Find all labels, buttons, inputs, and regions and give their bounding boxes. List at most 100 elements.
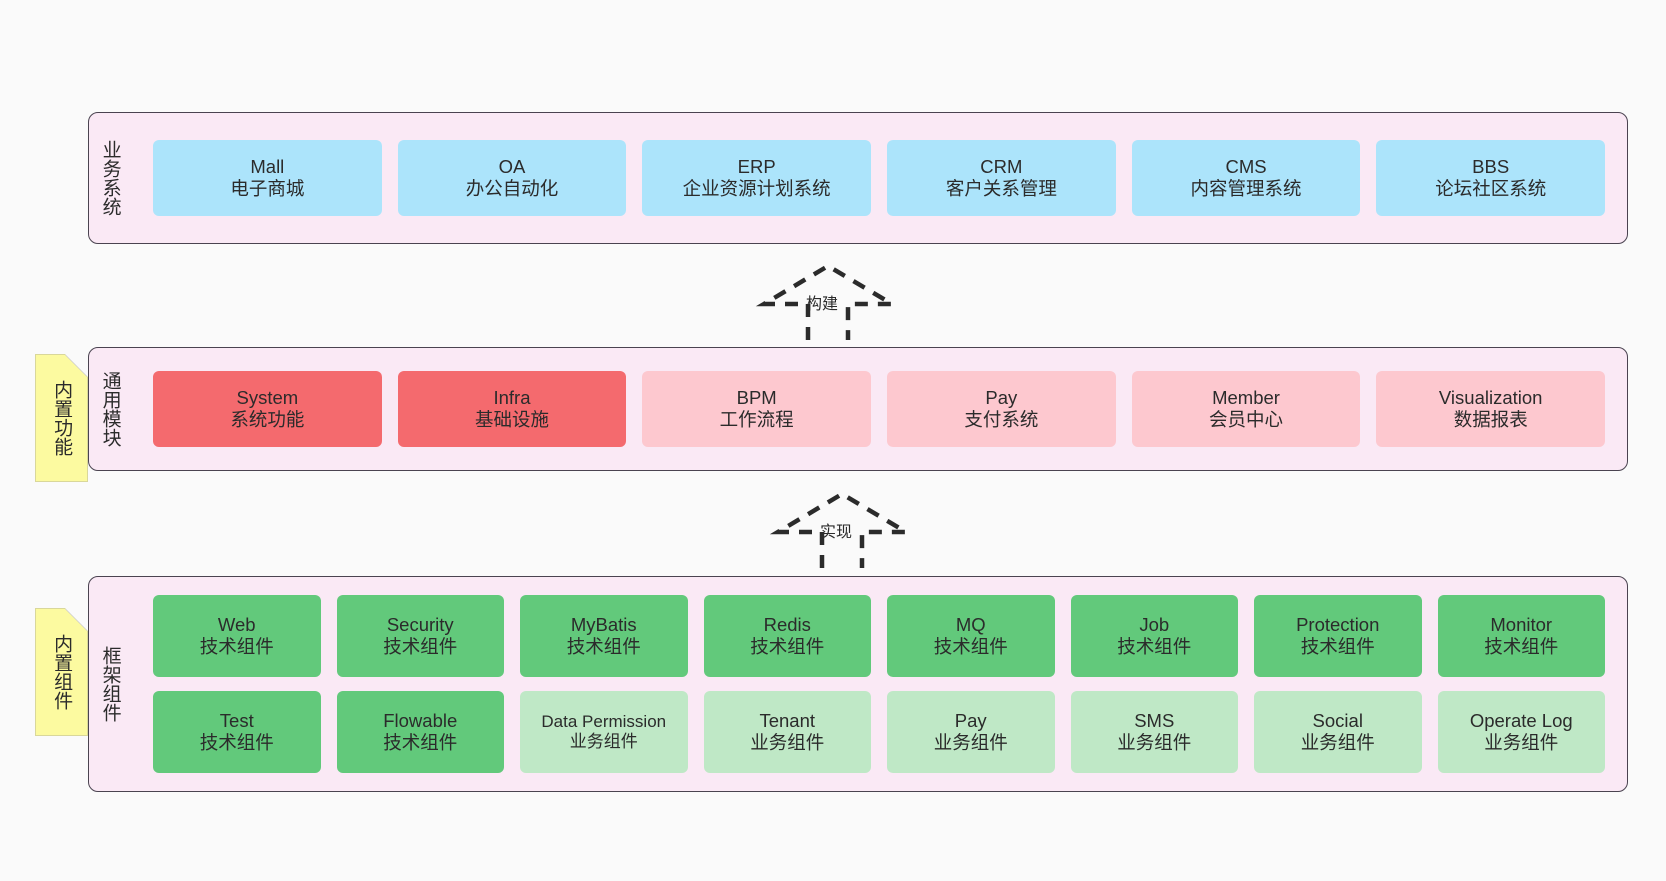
node-subtitle: 业务组件: [750, 732, 825, 753]
node-title: Protection: [1296, 614, 1380, 636]
node-tenant[interactable]: Tenant 业务组件: [703, 691, 871, 773]
node-bbs[interactable]: BBS 论坛社区系统: [1376, 140, 1606, 216]
node-sms[interactable]: SMS 业务组件: [1070, 691, 1238, 773]
connector-build: 构建: [755, 262, 916, 350]
node-title: Operate Log: [1469, 710, 1573, 732]
node-subtitle: 技术组件: [199, 732, 274, 753]
node-bpm[interactable]: BPM 工作流程: [642, 371, 872, 447]
node-social[interactable]: Social 业务组件: [1254, 691, 1422, 773]
node-title: Mall: [250, 156, 285, 178]
layer-framework-component: 框架组件 Web 技术组件 Security 技术组件 MyBatis 技术组件…: [88, 576, 1628, 792]
node-subtitle: 系统功能: [230, 409, 305, 430]
layer-common-module: 通用模块 System 系统功能 Infra 基础设施 BPM 工作流程 Pay: [88, 347, 1628, 471]
node-subtitle: 业务组件: [1117, 732, 1192, 753]
node-subtitle: 内容管理系统: [1190, 178, 1302, 199]
node-title: Data Permission: [541, 711, 667, 731]
node-test[interactable]: Test 技术组件: [153, 691, 321, 773]
node-oa[interactable]: OA 办公自动化: [397, 140, 627, 216]
node-title: Tenant: [759, 710, 816, 732]
node-title: Test: [219, 710, 254, 732]
node-title: OA: [498, 156, 526, 178]
node-title: Job: [1139, 614, 1170, 636]
node-data-permission[interactable]: Data Permission 业务组件: [520, 691, 688, 773]
node-subtitle: 办公自动化: [465, 178, 559, 199]
node-title: Member: [1212, 387, 1280, 409]
layer-business-system: 业务系统 Mall 电子商城 OA 办公自动化 ERP 企业资源计划系统 CRM: [88, 112, 1628, 244]
layer-title-business-system: 业务系统: [99, 140, 121, 216]
node-erp[interactable]: ERP 企业资源计划系统: [642, 140, 872, 216]
layer-body-common-module: System 系统功能 Infra 基础设施 BPM 工作流程 Pay 支付系统…: [131, 348, 1627, 470]
node-visualization[interactable]: Visualization 数据报表: [1376, 371, 1606, 447]
node-redis[interactable]: Redis 技术组件: [703, 595, 871, 677]
layer-body-business-system: Mall 电子商城 OA 办公自动化 ERP 企业资源计划系统 CRM 客户关系…: [131, 113, 1627, 243]
node-subtitle: 技术组件: [1117, 636, 1192, 657]
node-title: Web: [217, 614, 256, 636]
node-mall[interactable]: Mall 电子商城: [153, 140, 382, 216]
node-operate-log[interactable]: Operate Log 业务组件: [1437, 691, 1605, 773]
node-title: Visualization: [1438, 387, 1543, 409]
node-subtitle: 技术组件: [1300, 636, 1375, 657]
connector-build-label: 构建: [806, 296, 839, 313]
node-title: SMS: [1134, 710, 1175, 732]
node-title: BBS: [1472, 156, 1510, 178]
node-subtitle: 业务组件: [569, 732, 638, 751]
node-subtitle: 技术组件: [383, 636, 458, 657]
node-subtitle: 技术组件: [933, 636, 1008, 657]
node-subtitle: 技术组件: [750, 636, 825, 657]
node-title: Pay: [985, 387, 1018, 409]
node-pay-component[interactable]: Pay 业务组件: [887, 691, 1055, 773]
note-label: 内置组件: [51, 634, 73, 710]
node-row: System 系统功能 Infra 基础设施 BPM 工作流程 Pay 支付系统…: [145, 371, 1613, 447]
node-row: Test 技术组件 Flowable 技术组件 Data Permission …: [145, 691, 1613, 773]
node-subtitle: 会员中心: [1209, 409, 1284, 430]
note-builtin-function: 内置功能: [35, 354, 88, 482]
node-subtitle: 技术组件: [199, 636, 274, 657]
node-title: Social: [1312, 710, 1363, 732]
node-title: Infra: [493, 387, 531, 409]
node-subtitle: 业务组件: [933, 732, 1008, 753]
layer-title-common-module: 通用模块: [99, 371, 121, 447]
node-title: Pay: [954, 710, 987, 732]
node-mybatis[interactable]: MyBatis 技术组件: [520, 595, 688, 677]
node-subtitle: 论坛社区系统: [1435, 178, 1547, 199]
node-title: CRM: [980, 156, 1023, 178]
node-subtitle: 支付系统: [964, 409, 1039, 430]
connector-implement: 实现: [769, 490, 930, 578]
node-subtitle: 技术组件: [1484, 636, 1559, 657]
node-title: Monitor: [1490, 614, 1553, 636]
node-subtitle: 电子商城: [230, 178, 305, 199]
node-system[interactable]: System 系统功能: [153, 371, 382, 447]
node-mq[interactable]: MQ 技术组件: [887, 595, 1055, 677]
node-pay[interactable]: Pay 支付系统: [887, 371, 1116, 447]
node-title: System: [236, 387, 299, 409]
node-monitor[interactable]: Monitor 技术组件: [1437, 595, 1605, 677]
node-cms[interactable]: CMS 内容管理系统: [1131, 140, 1361, 216]
node-web[interactable]: Web 技术组件: [153, 595, 321, 677]
node-row: Web 技术组件 Security 技术组件 MyBatis 技术组件 Redi…: [145, 595, 1613, 677]
layer-title-framework-component: 框架组件: [99, 646, 121, 722]
node-subtitle: 数据报表: [1453, 409, 1528, 430]
node-title: Redis: [763, 614, 811, 636]
node-subtitle: 业务组件: [1300, 732, 1375, 753]
node-infra[interactable]: Infra 基础设施: [397, 371, 627, 447]
node-title: Security: [386, 614, 454, 636]
node-title: BPM: [736, 387, 777, 409]
note-label: 内置功能: [51, 380, 73, 456]
node-subtitle: 技术组件: [566, 636, 641, 657]
note-builtin-component: 内置组件: [35, 608, 88, 736]
node-title: MyBatis: [570, 614, 637, 636]
node-subtitle: 客户关系管理: [945, 178, 1057, 199]
node-title: MQ: [955, 614, 986, 636]
node-subtitle: 企业资源计划系统: [682, 178, 831, 199]
node-job[interactable]: Job 技术组件: [1070, 595, 1238, 677]
node-subtitle: 技术组件: [383, 732, 458, 753]
node-title: Flowable: [383, 710, 458, 732]
node-protection[interactable]: Protection 技术组件: [1254, 595, 1422, 677]
node-security[interactable]: Security 技术组件: [336, 595, 504, 677]
node-flowable[interactable]: Flowable 技术组件: [336, 691, 504, 773]
node-subtitle: 基础设施: [475, 409, 550, 430]
node-title: ERP: [737, 156, 776, 178]
node-crm[interactable]: CRM 客户关系管理: [887, 140, 1116, 216]
node-member[interactable]: Member 会员中心: [1131, 371, 1361, 447]
